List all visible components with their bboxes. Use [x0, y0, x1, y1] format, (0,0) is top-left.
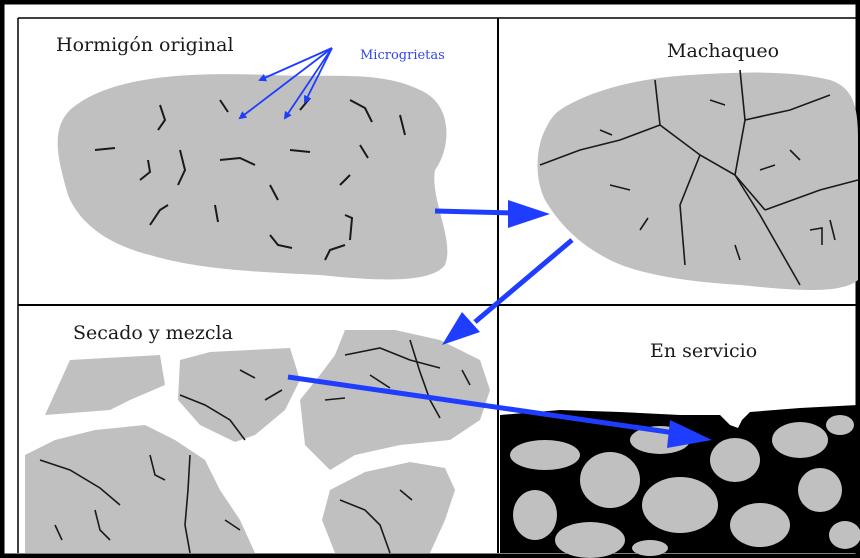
crushed-concrete-block [538, 73, 859, 290]
panel-title-drying: Secado y mezcla [73, 322, 233, 344]
panel-title-crushing: Machaqueo [667, 40, 779, 62]
panel-title-original: Hormigón original [56, 34, 234, 56]
fragment-2 [178, 348, 300, 442]
arrow-original-to-crushing [435, 211, 515, 213]
arrow-crushing-to-drying [475, 240, 572, 322]
microcracks-label: Microgrietas [360, 48, 445, 63]
fragment-5 [322, 462, 455, 553]
original-concrete-block [58, 74, 448, 279]
panel-drying [25, 330, 490, 553]
panel-title-service: En servicio [650, 340, 757, 362]
fragment-1 [45, 355, 165, 415]
arrow-original-to-crushing-head [508, 200, 550, 228]
panel-original [58, 48, 448, 279]
panel-crushing [538, 70, 859, 290]
arrow-crushing-to-drying-head [442, 312, 480, 345]
